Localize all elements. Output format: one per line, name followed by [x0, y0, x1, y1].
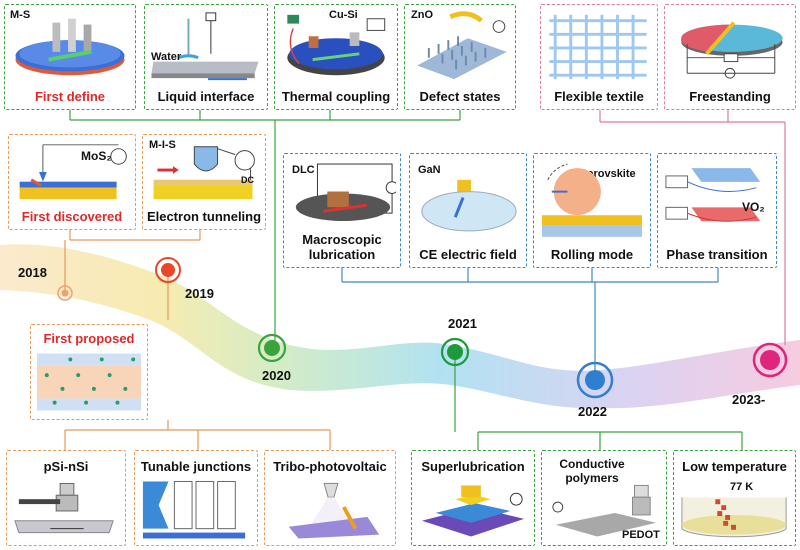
- panel-low-temperature: Low temperature 77 K: [673, 450, 796, 546]
- tunneling-illustration: [147, 139, 261, 203]
- tribo-photovoltaic-illustration: [269, 477, 391, 541]
- first-proposed-illustration: [35, 351, 143, 413]
- panel-thermal-coupling: Cu-Si Thermal coupling: [274, 4, 398, 110]
- panel-electron-tunneling: M-I-S DC Electron tunneling: [142, 134, 266, 230]
- label-m-s: M-S: [10, 9, 31, 21]
- caption-phase-transition: Phase transition: [666, 247, 768, 262]
- year-2021: 2021: [448, 316, 477, 331]
- label-pedot: PEDOT: [622, 529, 660, 541]
- label-dlc: DLC: [292, 164, 315, 176]
- caption-first-proposed: First proposed: [43, 331, 135, 346]
- year-2019: 2019: [185, 286, 214, 301]
- caption-electron-tunneling: Electron tunneling: [146, 209, 262, 224]
- panel-flexible-textile: Flexible textile: [540, 4, 658, 110]
- caption-first-discovered: First discovered: [21, 209, 123, 224]
- panel-conductive-polymers: Conductive polymers PEDOT: [541, 450, 667, 546]
- tunable-junctions-illustration: [139, 477, 253, 541]
- caption-macroscopic-lubrication: Macroscopic lubrication: [302, 232, 382, 262]
- year-2022: 2022: [578, 404, 607, 419]
- connector-top-green: [69, 110, 461, 345]
- label-zno: ZnO: [411, 9, 433, 21]
- year-2018: 2018: [18, 265, 47, 280]
- panel-first-define: M-S First define: [4, 4, 136, 110]
- panel-psi-nsi: pSi-nSi: [6, 450, 126, 546]
- m-s-illustration: [9, 9, 131, 83]
- gan-illustration: [414, 158, 522, 241]
- superlubrication-illustration: [416, 477, 530, 541]
- low-temperature-illustration: [678, 491, 791, 541]
- connector-orange: [64, 230, 331, 450]
- caption-freestanding: Freestanding: [689, 89, 771, 104]
- label-dc: DC: [241, 175, 254, 185]
- label-water: Water: [151, 51, 182, 63]
- connector-blue: [341, 268, 719, 370]
- label-vo2: VO₂: [742, 200, 765, 214]
- marker-2022: [576, 361, 614, 399]
- caption-conductive-polymers: Conductive polymers: [559, 457, 625, 485]
- dlc-illustration: [288, 158, 396, 227]
- label-77k: 77 K: [730, 481, 754, 493]
- marker-2021: [440, 337, 470, 367]
- caption-tribo-photovoltaic: Tribo-photovoltaic: [273, 459, 387, 474]
- caption-rolling-mode: Rolling mode: [550, 247, 634, 262]
- caption-flexible-textile: Flexible textile: [554, 89, 644, 104]
- conductive-polymers-illustration: [546, 481, 662, 541]
- psi-nsi-illustration: [11, 477, 121, 541]
- caption-psi-nsi: pSi-nSi: [43, 459, 89, 474]
- marker-2018: [57, 285, 73, 301]
- panel-rolling-mode: Perovskite Rolling mode: [533, 153, 651, 268]
- freestanding-illustration: [669, 9, 791, 83]
- label-cu-si: Cu-Si: [329, 9, 358, 21]
- caption-low-temperature: Low temperature: [682, 459, 787, 474]
- panel-tribo-photovoltaic: Tribo-photovoltaic: [264, 450, 396, 546]
- vo2-illustration: [662, 158, 772, 241]
- defect-states-illustration: [409, 9, 511, 83]
- label-gan: GaN: [418, 164, 441, 176]
- panel-defect-states: ZnO Defect states: [404, 4, 516, 110]
- panel-first-discovered: MoS₂ First discovered: [8, 134, 136, 230]
- caption-superlubrication: Superlubrication: [421, 459, 525, 474]
- panel-superlubrication: Superlubrication: [411, 450, 535, 546]
- panel-phase-transition: VO₂ Phase transition: [657, 153, 777, 268]
- panel-ce-electric-field: GaN CE electric field: [409, 153, 527, 268]
- year-2020: 2020: [262, 368, 291, 383]
- marker-2020: [257, 333, 287, 363]
- liquid-interface-illustration: [149, 9, 263, 83]
- marker-2023: [752, 342, 788, 378]
- caption-defect-states: Defect states: [419, 89, 501, 104]
- ribbon-band: [0, 244, 800, 409]
- panel-first-proposed: First proposed: [30, 324, 148, 420]
- connector-top-pink: [599, 110, 786, 345]
- caption-first-define: First define: [34, 89, 106, 104]
- panel-tunable-junctions: Tunable junctions: [134, 450, 258, 546]
- caption-liquid-interface: Liquid interface: [157, 89, 255, 104]
- panel-macroscopic-lubrication: DLC Macroscopic lubrication: [283, 153, 401, 268]
- caption-ce-electric-field: CE electric field: [419, 247, 517, 262]
- label-m-i-s: M-I-S: [149, 139, 176, 151]
- marker-2019: [155, 257, 181, 283]
- thermal-coupling-illustration: [279, 9, 393, 83]
- panel-freestanding: Freestanding: [664, 4, 796, 110]
- caption-tunable-junctions: Tunable junctions: [140, 459, 252, 474]
- year-2023: 2023-: [732, 392, 766, 407]
- mos2-illustration: [13, 139, 131, 203]
- rolling-illustration: [538, 158, 646, 241]
- caption-thermal-coupling: Thermal coupling: [281, 89, 391, 104]
- label-mos2: MoS₂: [81, 149, 112, 163]
- panel-liquid-interface: Water Liquid interface: [144, 4, 268, 110]
- textile-illustration: [545, 9, 653, 83]
